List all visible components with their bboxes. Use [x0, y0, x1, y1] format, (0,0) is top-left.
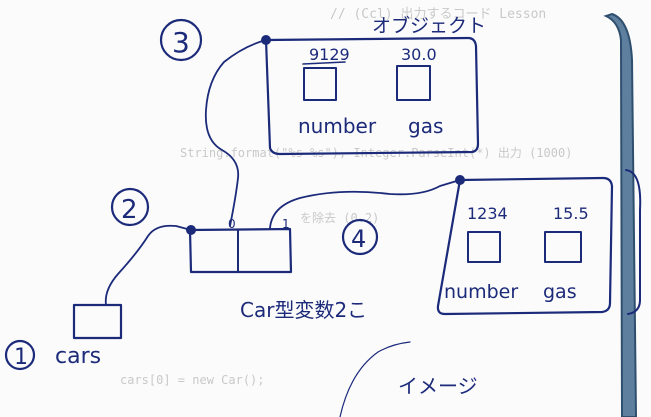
object-1-gas-field — [396, 65, 431, 101]
object-1-number-label: number — [298, 114, 377, 138]
object-2-box — [436, 176, 614, 316]
object-1-number-field — [303, 67, 337, 101]
ghost-text-line1: // (Ccl) 出力するコード Lesson — [330, 7, 546, 22]
step-3-circle — [159, 18, 203, 62]
step-1-number: 1 — [14, 345, 28, 370]
array-index-0: 0 — [228, 217, 236, 231]
array-index-1: 1 — [282, 217, 290, 231]
object-2-number-field — [467, 231, 501, 263]
array-to-object-1-line — [204, 39, 267, 227]
ghost-text-line4: cars[0] = new Car(); — [120, 373, 265, 387]
object-2-number-label: number — [444, 281, 518, 303]
cars-to-array-line — [104, 224, 192, 306]
object-2-gas-field — [544, 231, 582, 263]
object-1-number-value: 9129 — [309, 45, 350, 64]
array-to-object-2-line — [269, 179, 461, 229]
object-1-box — [264, 36, 480, 156]
object-1-gas-value: 30.0 — [401, 45, 437, 64]
object-1-gas-label: gas — [408, 114, 443, 138]
object-2-gas-label: gas — [543, 281, 577, 303]
step-3-number: 3 — [172, 26, 190, 59]
right-edge-bar — [603, 12, 638, 417]
cars-label: cars — [55, 344, 101, 369]
step-2-circle — [110, 187, 150, 227]
object-title: オブジェクト — [372, 14, 486, 37]
car-array-box — [188, 227, 293, 274]
object-1-number-value-underline — [302, 61, 346, 65]
array-caption: Car型変数2こ — [240, 298, 367, 322]
step-4-circle — [341, 218, 379, 256]
step-1-circle — [4, 339, 36, 371]
step-2-number: 2 — [121, 195, 138, 225]
step-4-number: 4 — [351, 225, 366, 253]
object-2-gas-value: 15.5 — [553, 204, 589, 223]
note-faint-curve — [339, 341, 411, 417]
object-2-bracket — [625, 169, 642, 315]
cars-variable-box — [72, 303, 123, 340]
image-note: イメージ — [398, 374, 478, 398]
object-2-number-value: 1234 — [467, 204, 508, 223]
ghost-text-line3: を除去 (0.2) — [300, 210, 379, 225]
